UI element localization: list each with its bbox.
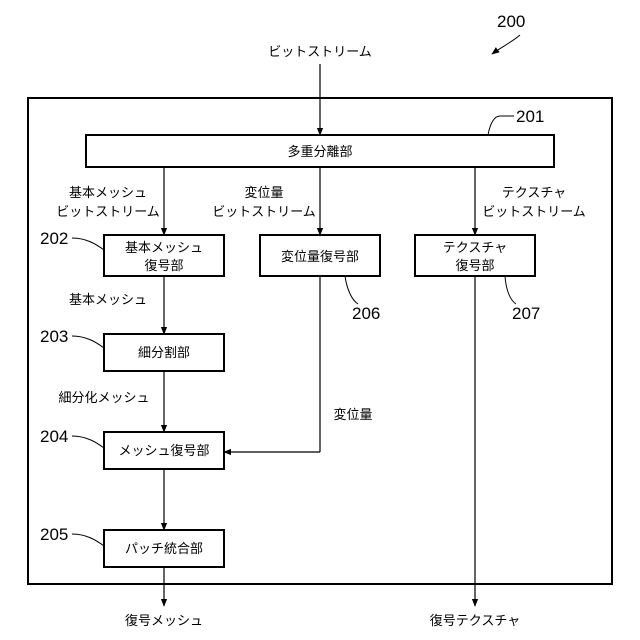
patch-integration-ref-leader [72, 534, 104, 546]
base-mesh-stream-label-2: ビットストリーム [56, 205, 160, 220]
decoded-texture-output-label: 復号テクスチャ [430, 613, 520, 629]
demux-ref-number: 201 [516, 107, 544, 126]
decoded-mesh-output-label: 復号メッシュ [125, 613, 203, 629]
displacement-decoder-label: 変位量復号部 [281, 249, 359, 265]
subdivision-ref-number: 203 [40, 327, 68, 346]
texture-stream-label-2: ビットストリーム [482, 205, 586, 220]
patch-integration-ref-number: 205 [40, 525, 68, 544]
base-mesh-signal-label: 基本メッシュ [69, 293, 147, 308]
base-mesh-decoder-label-2: 復号部 [144, 258, 183, 274]
base-mesh-decoder-label-1: 基本メッシュ [125, 241, 203, 256]
texture-stream-label-1: テクスチャ [502, 186, 566, 201]
texture-decoder-ref-leader [505, 276, 516, 304]
base-mesh-stream-label-1: 基本メッシュ [69, 186, 147, 201]
demux-label: 多重分離部 [287, 144, 352, 160]
figure-ref-leader [492, 35, 520, 54]
texture-decoder-label-1: テクスチャ [443, 241, 507, 256]
texture-decoder-label-2: 復号部 [455, 258, 494, 274]
mesh-decoder-ref-leader [72, 436, 104, 448]
subdivision-label: 細分割部 [138, 345, 190, 361]
subdivided-mesh-signal-label: 細分化メッシュ [58, 391, 149, 406]
base-mesh-decoder-ref-leader [72, 238, 104, 250]
mesh-decoder-label: メッシュ復号部 [118, 443, 209, 459]
texture-decoder-ref-number: 207 [512, 304, 540, 323]
displacement-stream-label-2: ビットストリーム [212, 205, 316, 220]
patch-integration-label: パッチ統合部 [125, 542, 203, 557]
displacement-stream-label-1: 変位量 [244, 185, 283, 201]
displacement-decoder-ref-leader [345, 276, 358, 304]
mesh-decoder-ref-number: 204 [40, 427, 68, 446]
displacement-decoder-ref-number: 206 [352, 304, 380, 323]
base-mesh-decoder-ref-number: 202 [40, 229, 68, 248]
input-bitstream-label: ビットストリーム [268, 45, 372, 60]
subdivision-ref-leader [72, 336, 104, 348]
displacement-signal-label: 変位量 [333, 407, 372, 423]
figure-ref-number: 200 [497, 12, 525, 31]
demux-ref-leader [488, 116, 514, 135]
